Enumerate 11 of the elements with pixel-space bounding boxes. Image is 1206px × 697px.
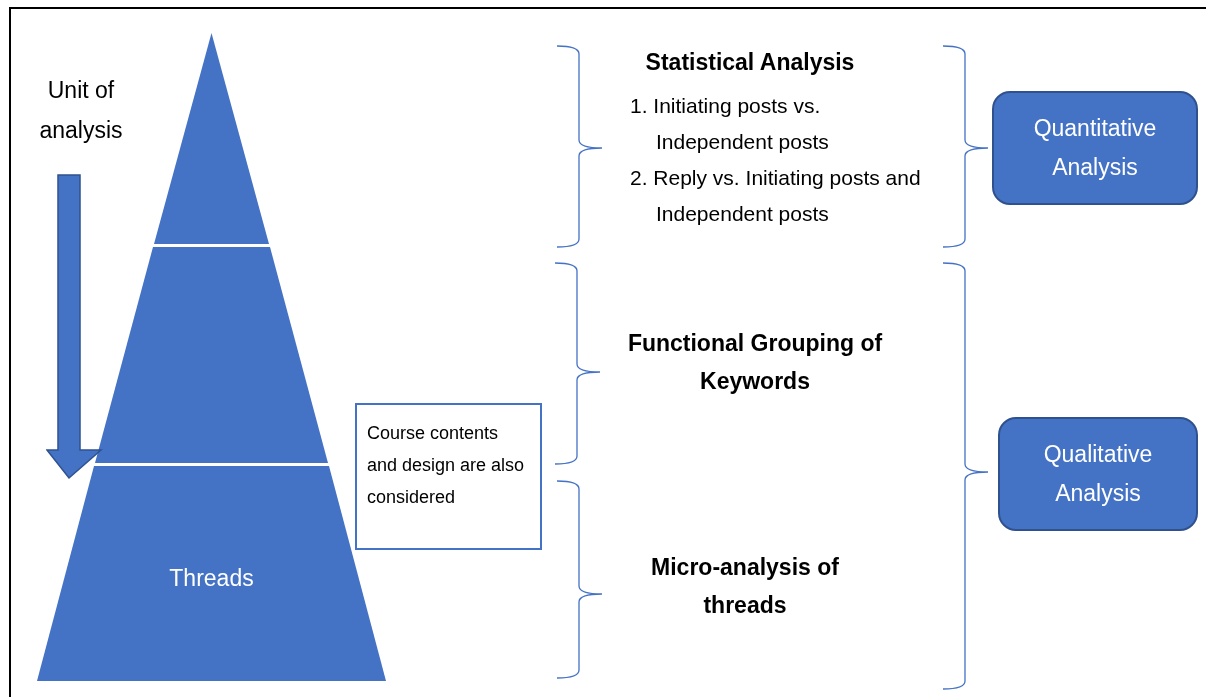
list-item: 2. Reply vs. Initiating posts and Independent posts	[630, 165, 922, 227]
section-heading: Micro-analysis of threads	[650, 553, 840, 620]
result-box: Quantitative Analysis	[992, 91, 1198, 205]
pyramid-top	[154, 33, 269, 244]
note-box: Course contents and design are also considered	[355, 403, 542, 550]
result-box: Qualitative Analysis	[998, 417, 1198, 531]
list-item: 1. Initiating posts vs. Independent posts	[630, 93, 830, 155]
pyramid-level	[95, 247, 328, 463]
axis-caption: Unit of analysis	[38, 76, 124, 145]
section-heading: Statistical Analysis	[644, 48, 856, 77]
section-heading: Functional Grouping of Keywords	[626, 329, 884, 396]
